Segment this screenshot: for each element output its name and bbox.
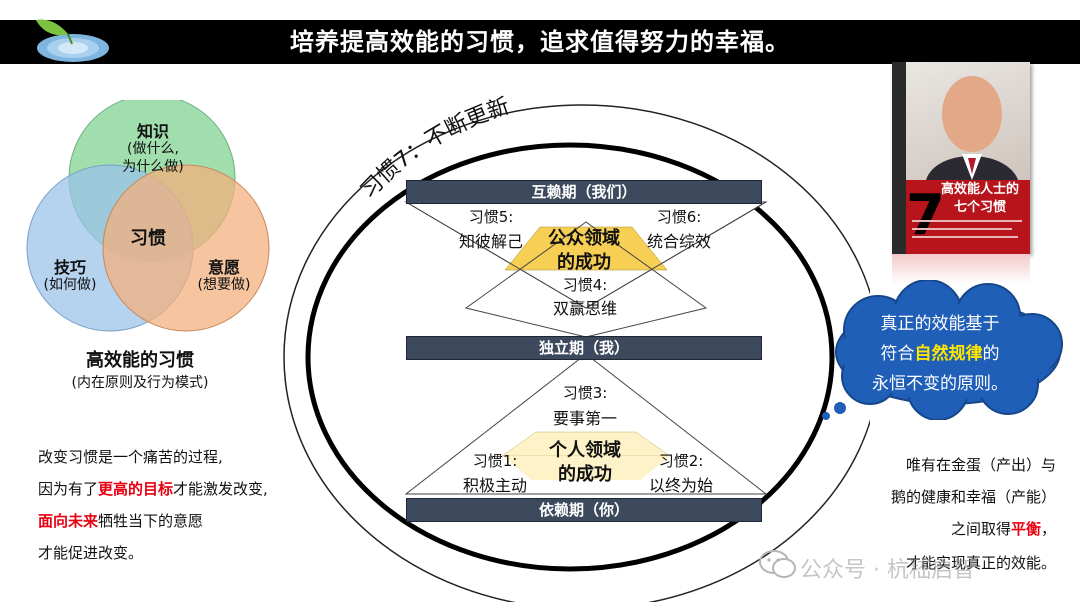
book-reflection bbox=[892, 254, 1030, 284]
public-success-line1: 公众领域 bbox=[548, 228, 620, 249]
independence-bar: 独立期（我） bbox=[406, 336, 762, 360]
habit2-text: 以终为始 bbox=[648, 476, 713, 495]
habit1-text: 积极主动 bbox=[462, 476, 527, 495]
venn-diagram bbox=[26, 100, 270, 332]
venn-center-habit: 习惯 bbox=[130, 228, 166, 249]
habit1-label: 习惯1: bbox=[472, 452, 518, 470]
public-success-highlight bbox=[504, 226, 668, 271]
habit3-label: 习惯3: bbox=[562, 384, 608, 402]
watermark-text: 公众号 · 杭嵇启智 bbox=[800, 558, 975, 583]
header-bar bbox=[0, 20, 1080, 64]
habit4-label: 习惯4: bbox=[562, 276, 608, 294]
balance-line-2: 鹅的健康和幸福（产能） bbox=[890, 488, 1056, 506]
wechat-icon bbox=[759, 550, 796, 578]
dependence-bar: 依赖期（你） bbox=[406, 498, 762, 522]
change-line-2: 因为有了更高的目标才能激发改变, bbox=[38, 480, 268, 498]
interdependence-bar: 互赖期（我们） bbox=[406, 180, 762, 204]
book-cover-title-1: 高效能人士的 bbox=[940, 182, 1019, 197]
habits-diagram: 习惯7：不断更新 bbox=[283, 94, 870, 602]
private-success-line2: 的成功 bbox=[558, 464, 612, 485]
habit2-label: 习惯2: bbox=[658, 452, 704, 470]
change-line-4: 才能促进改变。 bbox=[38, 544, 144, 562]
venn-will-title: 意愿 bbox=[207, 258, 240, 277]
venn-skill-title: 技巧 bbox=[53, 258, 86, 277]
water-drop-logo-icon bbox=[36, 19, 109, 62]
habit6-text: 统合综效 bbox=[646, 232, 711, 251]
habit3-text: 要事第一 bbox=[552, 409, 617, 428]
venn-will-sub: (想要做) bbox=[197, 277, 251, 293]
outer-ellipse bbox=[283, 104, 870, 602]
venn-knowledge-sub1: (做什么, bbox=[127, 141, 179, 157]
author-portrait bbox=[906, 62, 1030, 180]
venn-caption-sub: (内在原则及行为模式) bbox=[71, 375, 209, 391]
balance-line-1: 唯有在金蛋（产出）与 bbox=[905, 456, 1056, 474]
book-cover-title-2: 七个习惯 bbox=[953, 200, 1006, 215]
private-success-line1: 个人领域 bbox=[549, 440, 621, 461]
venn-knowledge-title: 知识 bbox=[136, 122, 169, 141]
habit6-label: 习惯6: bbox=[656, 208, 702, 226]
private-triangle bbox=[404, 353, 768, 495]
venn-caption-title: 高效能的习惯 bbox=[86, 350, 194, 371]
cloud-line-2: 符合自然规律的 bbox=[880, 344, 1000, 364]
cloud-line-1: 真正的效能基于 bbox=[880, 314, 1000, 334]
venn-knowledge-sub2: 为什么做) bbox=[122, 159, 184, 175]
change-line-3: 面向未来牺牲当下的意愿 bbox=[38, 512, 204, 530]
inner-ellipse bbox=[305, 142, 835, 572]
cloud-line-3: 永恒不变的原则。 bbox=[872, 374, 1008, 394]
venn-skill-sub: (如何做) bbox=[43, 277, 97, 293]
page-title: 培养提高效能的习惯，追求值得努力的幸福。 bbox=[290, 28, 790, 56]
public-success-line2: 的成功 bbox=[557, 252, 611, 273]
habit5-text: 知彼解己 bbox=[458, 232, 523, 251]
balance-line-3: 之间取得平衡， bbox=[950, 520, 1056, 538]
change-line-1: 改变习惯是一个痛苦的过程, bbox=[38, 448, 223, 466]
book-cover: 7 高效能人士的 七个习惯 bbox=[892, 62, 1030, 254]
habit4-text: 双赢思维 bbox=[552, 299, 617, 318]
venn-circle-will bbox=[102, 164, 270, 332]
cloud-shape bbox=[822, 280, 1063, 420]
balance-line-4: 才能实现真正的效能。 bbox=[905, 554, 1056, 572]
habit5-label: 习惯5: bbox=[468, 208, 514, 226]
